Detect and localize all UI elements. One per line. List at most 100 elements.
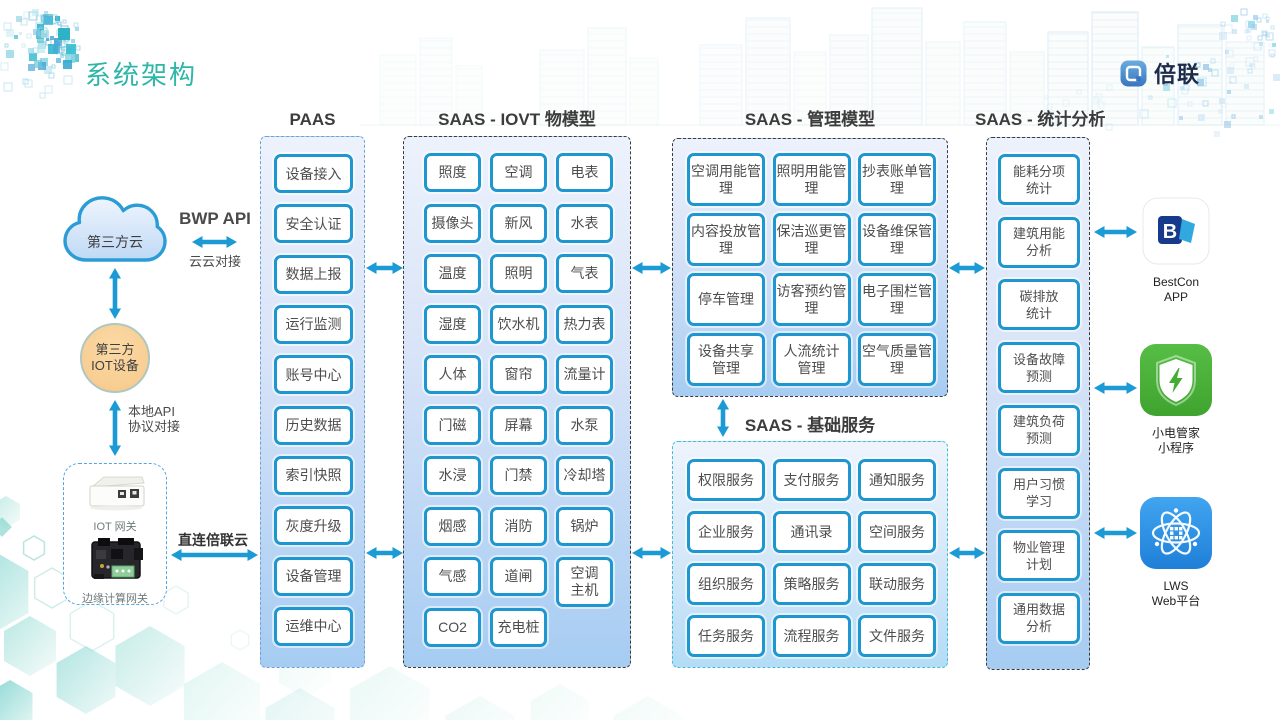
arrow-iotdevice-gateway — [109, 400, 121, 456]
iovt-item[interactable]: 热力表 — [556, 304, 613, 344]
iovt-item[interactable]: 水表 — [556, 203, 613, 243]
stats-item[interactable]: 物业管理 计划 — [998, 530, 1080, 582]
iovt-item[interactable]: 摄像头 — [424, 203, 481, 243]
iovt-item[interactable]: 窗帘 — [490, 355, 547, 394]
mgmt-item[interactable]: 设备维保管 理 — [858, 213, 936, 266]
iovt-item[interactable]: 流量计 — [556, 355, 613, 394]
base-item[interactable]: 空间服务 — [858, 511, 936, 553]
base-item[interactable]: 组织服务 — [687, 563, 765, 605]
iovt-item[interactable]: 照明 — [490, 254, 547, 293]
paas-item[interactable]: 运行监测 — [274, 304, 353, 344]
iot-gateway: IOT 网关 — [64, 474, 166, 534]
arrow-gateway-cloudlink — [171, 549, 258, 561]
iovt-item[interactable]: 照度 — [424, 153, 481, 192]
iovt-item[interactable]: 充电桩 — [490, 607, 547, 647]
stats-item[interactable]: 用户习惯 学习 — [998, 467, 1080, 519]
iovt-item[interactable]: 新风 — [490, 203, 547, 243]
iovt-item[interactable]: 气感 — [424, 557, 481, 596]
lws-web-platform-icon[interactable] — [1140, 497, 1212, 569]
base-item[interactable]: 策略服务 — [772, 563, 851, 605]
iovt-item[interactable]: 冷却塔 — [556, 456, 613, 495]
local-api-label: 本地API 协议对接 — [128, 404, 181, 434]
iot-gateway-label: IOT 网关 — [93, 521, 137, 533]
mgmt-item[interactable]: 访客预约管 理 — [772, 273, 851, 326]
iovt-item[interactable]: 锅炉 — [556, 506, 613, 546]
app-bestcon: B BestCon APP — [1134, 197, 1218, 305]
base-item[interactable]: 通讯录 — [772, 511, 851, 553]
stats-item[interactable]: 建筑用能 分析 — [998, 216, 1080, 268]
iovt-item[interactable]: 湿度 — [424, 304, 481, 344]
stats-item[interactable]: 能耗分项 统计 — [998, 154, 1080, 205]
iovt-item[interactable]: 气表 — [556, 254, 613, 293]
iovt-item[interactable]: 道闸 — [490, 557, 547, 596]
xiaodian-mini-program-icon[interactable] — [1140, 344, 1212, 416]
iovt-item[interactable]: 水浸 — [424, 456, 481, 495]
paas-item[interactable]: 历史数据 — [274, 405, 353, 445]
stats-item[interactable]: 建筑负荷 预测 — [998, 404, 1080, 456]
brand-name: 倍联 — [1153, 62, 1200, 87]
arrow-mgmt-stats — [949, 262, 985, 274]
iovt-item[interactable]: 饮水机 — [490, 304, 547, 344]
base-item[interactable]: 流程服务 — [772, 615, 851, 657]
stats-item[interactable]: 设备故障 预测 — [998, 342, 1080, 394]
mgmt-item[interactable]: 内容投放管 理 — [687, 213, 765, 266]
bestcon-app-icon[interactable]: B — [1142, 197, 1210, 265]
mgmt-item[interactable]: 人流统计 管理 — [772, 333, 851, 386]
app-xiaodian: 小电管家 小程序 — [1134, 344, 1218, 456]
iovt-item[interactable]: 空调 主机 — [556, 557, 613, 607]
paas-item[interactable]: 索引快照 — [274, 455, 353, 495]
mgmt-item[interactable]: 停车管理 — [687, 273, 765, 326]
paas-item[interactable]: 灰度升级 — [274, 506, 353, 546]
iovt-item[interactable]: 门禁 — [490, 456, 547, 495]
mgmt-item[interactable]: 保洁巡更管 理 — [772, 213, 851, 266]
mosaic-topleft-decoration — [0, 9, 81, 99]
arrow-stats-xiaodian — [1094, 382, 1137, 394]
base-item[interactable]: 支付服务 — [772, 459, 851, 501]
brand-logo-icon — [1120, 60, 1147, 86]
mgmt-item[interactable]: 电子围栏管 理 — [858, 273, 936, 326]
base-item[interactable]: 联动服务 — [858, 563, 936, 605]
iovt-header: SAAS - IOVT 物模型 — [438, 110, 596, 129]
stats-item[interactable]: 碳排放 统计 — [998, 279, 1080, 331]
stats-item[interactable]: 通用数据 分析 — [998, 592, 1080, 644]
edge-gateway: 边缘计算网关 — [64, 536, 166, 606]
cloud-label: 第三方云 — [87, 234, 143, 250]
arrow-stats-lws — [1094, 527, 1137, 539]
edge-gateway-label: 边缘计算网关 — [82, 593, 148, 605]
iovt-item[interactable]: 消防 — [490, 506, 547, 546]
base-item[interactable]: 通知服务 — [858, 459, 936, 501]
iovt-item[interactable]: 电表 — [556, 153, 613, 192]
base-item[interactable]: 任务服务 — [687, 615, 765, 657]
iovt-item[interactable]: 水泵 — [556, 405, 613, 445]
base-item[interactable]: 权限服务 — [687, 459, 765, 501]
arrow-base-stats — [949, 547, 985, 559]
mgmt-item[interactable]: 空气质量管 理 — [858, 333, 936, 386]
base-item[interactable]: 文件服务 — [858, 615, 936, 657]
paas-item[interactable]: 安全认证 — [274, 204, 353, 244]
iovt-item[interactable]: 门磁 — [424, 405, 481, 445]
edge-gateway-image — [91, 538, 143, 579]
base-header: SAAS - 基础服务 — [744, 416, 876, 435]
mgmt-item[interactable]: 抄表账单管 理 — [858, 153, 936, 206]
iovt-item[interactable]: 温度 — [424, 254, 481, 293]
iovt-item[interactable]: 空调 — [490, 153, 547, 192]
stats-header: SAAS - 统计分析 — [975, 110, 1106, 129]
mgmt-item[interactable]: 设备共享 管理 — [687, 333, 765, 386]
base-item[interactable]: 企业服务 — [687, 511, 765, 553]
paas-item[interactable]: 账号中心 — [274, 355, 353, 395]
base-container: 权限服务支付服务通知服务企业服务通讯录空间服务组织服务策略服务联动服务任务服务流… — [672, 441, 948, 668]
iovt-item[interactable]: 烟感 — [424, 506, 481, 546]
iovt-item[interactable]: CO2 — [424, 607, 481, 647]
mgmt-item[interactable]: 照明用能管 理 — [772, 153, 851, 206]
brand-logo: 倍联 — [1120, 57, 1200, 89]
arrow-iovt-base — [632, 547, 671, 559]
iovt-item[interactable]: 人体 — [424, 355, 481, 394]
paas-item[interactable]: 运维中心 — [274, 606, 353, 646]
paas-item[interactable]: 设备管理 — [274, 556, 353, 596]
lws-app-label: LWS Web平台 — [1151, 579, 1201, 608]
paas-item[interactable]: 设备接入 — [274, 154, 353, 193]
mgmt-item[interactable]: 空调用能管 理 — [687, 153, 765, 206]
iovt-item[interactable]: 屏幕 — [490, 405, 547, 445]
paas-item[interactable]: 数据上报 — [274, 254, 353, 294]
arrow-cloud-iotdevice — [109, 268, 121, 319]
